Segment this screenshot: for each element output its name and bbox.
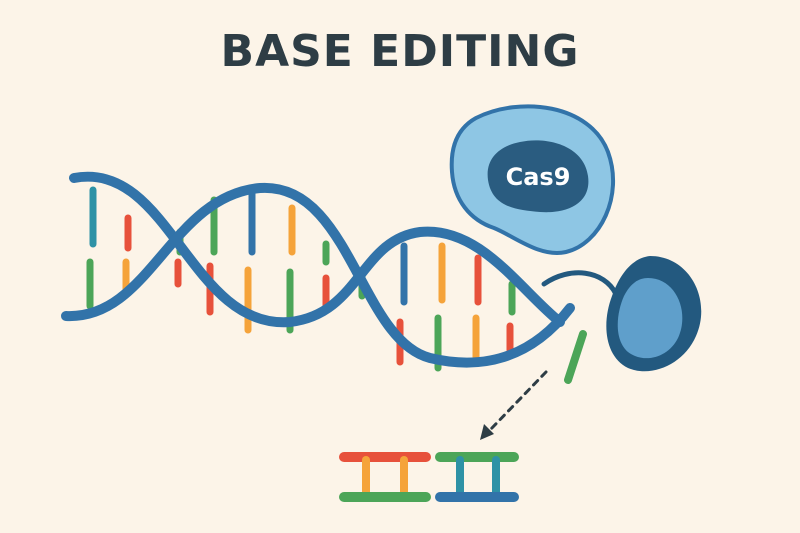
page-title: BASE EDITING xyxy=(220,26,580,77)
cas9-protein-icon: Cas9 xyxy=(449,104,615,255)
dashed-arrow-icon xyxy=(480,370,548,440)
deaminase-enzyme-icon xyxy=(541,256,702,372)
enzyme-inner xyxy=(617,278,683,359)
base-pair-icon xyxy=(339,452,519,502)
cas9-label: Cas9 xyxy=(506,163,571,191)
cas9-inner-blob xyxy=(487,140,589,213)
dna-helix-icon xyxy=(61,171,575,372)
edited-base-fragment xyxy=(564,330,587,384)
linker-tether xyxy=(541,270,619,297)
dashed-arrow-line xyxy=(488,370,548,432)
dna-strand-2 xyxy=(61,182,575,368)
arrow-head xyxy=(480,424,494,440)
dna-strand-1 xyxy=(69,171,565,328)
